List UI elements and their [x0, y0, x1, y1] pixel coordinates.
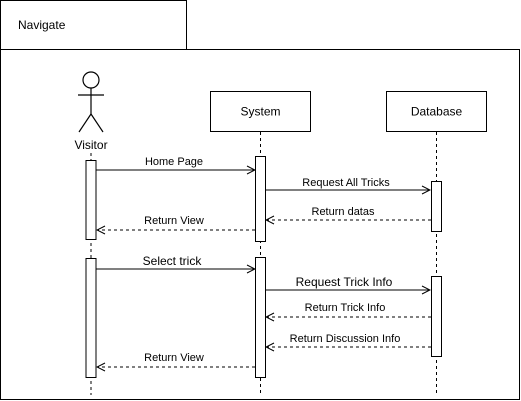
message-label-request-all-tricks: Request All Tricks [302, 177, 390, 189]
message-label-home-page: Home Page [145, 156, 203, 168]
database-activation-2 [431, 276, 442, 357]
system-object-box [210, 91, 311, 132]
visitor-activation-2 [85, 258, 97, 378]
message-label-return-view-1: Return View [144, 215, 204, 227]
actor-left-leg [78, 113, 92, 133]
frame-body [0, 49, 520, 400]
message-label-return-view-2: Return View [144, 352, 204, 364]
message-label-request-trick-info: Request Trick Info [296, 275, 393, 289]
frame-title: Navigate [18, 18, 66, 32]
database-activation-1 [431, 181, 442, 232]
system-activation-2 [255, 257, 266, 378]
database-object-box [386, 91, 487, 132]
message-label-return-datas: Return datas [312, 206, 375, 218]
database-label: Database [411, 105, 463, 119]
visitor-actor [78, 71, 104, 133]
message-label-select-trick: Select trick [143, 254, 203, 268]
system-label: System [240, 105, 280, 119]
message-label-return-discussion-info: Return Discussion Info [290, 333, 401, 345]
system-activation-1 [255, 156, 266, 242]
frame-title-tab [0, 0, 187, 50]
actor-right-leg [90, 113, 104, 133]
message-label-return-trick-info: Return Trick Info [305, 302, 386, 314]
actor-head-icon [82, 71, 100, 89]
visitor-activation-1 [85, 160, 97, 240]
visitor-label: Visitor [74, 138, 107, 152]
